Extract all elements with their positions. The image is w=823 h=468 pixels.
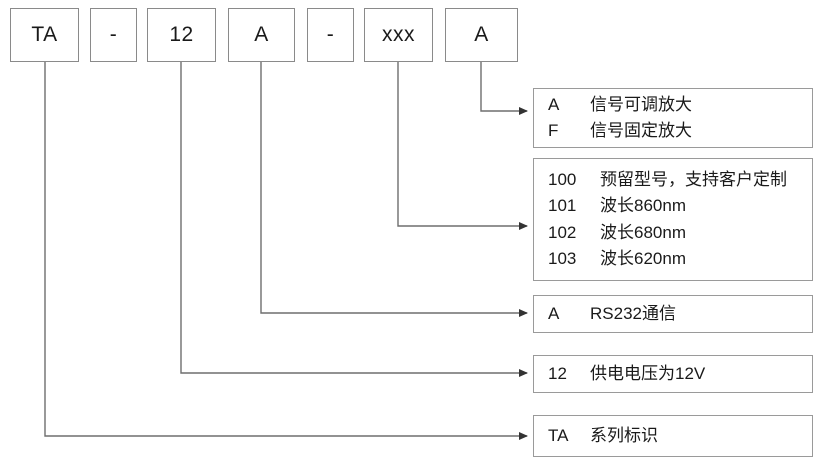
communication-legend: A RS232通信 [533, 295, 813, 333]
legend-row: 102 波长680nm [548, 220, 812, 246]
legend-row: 103 波长620nm [548, 246, 812, 272]
legend-code: 103 [548, 248, 577, 268]
legend-row: 100 预留型号，支持客户定制 [548, 167, 812, 193]
leader-wavelength [397, 62, 528, 230]
code-segment-3: A [228, 8, 295, 62]
series-legend: TA 系列标识 [533, 415, 813, 457]
leader-communication [260, 62, 528, 317]
code-segment-4: - [307, 8, 354, 62]
legend-description: 信号固定放大 [590, 121, 692, 140]
code-segment-2: 12 [147, 8, 216, 62]
legend-description: 波长680nm [600, 222, 686, 242]
legend-description: 波长620nm [600, 248, 686, 268]
legend-row: 101 波长860nm [548, 193, 812, 219]
code-segment-0: TA [10, 8, 79, 62]
legend-row: A 信号可调放大 [548, 92, 812, 118]
code-segment-6: A [445, 8, 518, 62]
leader-paths [44, 62, 528, 440]
leader-amplification [480, 62, 528, 115]
legend-description: 波长860nm [600, 196, 686, 216]
code-segment-5: xxx [364, 8, 433, 62]
legend-code: TA [548, 425, 569, 445]
legend-row: F 信号固定放大 [548, 118, 812, 144]
legend-row: TA 系列标识 [548, 423, 812, 449]
legend-code: A [548, 303, 560, 323]
voltage-legend: 12 供电电压为12V [533, 355, 813, 393]
code-segment-1: - [90, 8, 137, 62]
amplification-legend: A 信号可调放大 F 信号固定放大 [533, 88, 813, 148]
legend-code: 12 [548, 363, 567, 383]
wavelength-legend: 100 预留型号，支持客户定制 101 波长860nm 102 波长680nm 103 波长6… [533, 158, 813, 281]
legend-code: 102 [548, 222, 577, 242]
legend-row: A RS232通信 [548, 301, 812, 327]
leader-voltage [180, 62, 528, 377]
legend-description: 系列标识 [590, 425, 658, 445]
legend-row: 12 供电电压为12V [548, 361, 812, 387]
legend-description: 信号可调放大 [590, 94, 692, 114]
legend-description: 供电电压为12V [590, 363, 706, 383]
legend-code: F [548, 121, 559, 140]
legend-code: A [548, 94, 560, 114]
legend-description: RS232通信 [590, 303, 676, 323]
legend-code: 100 [548, 169, 577, 189]
legend-description: 预留型号，支持客户定制 [600, 169, 787, 189]
legend-code: 101 [548, 196, 577, 216]
leader-series [44, 62, 528, 440]
